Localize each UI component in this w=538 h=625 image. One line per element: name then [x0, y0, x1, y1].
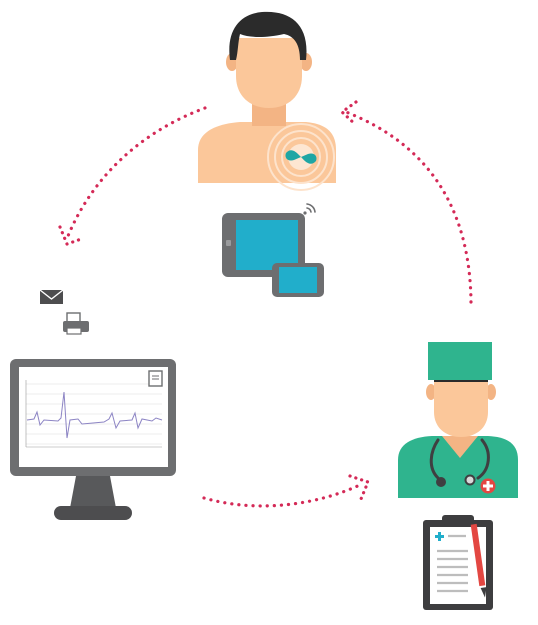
patient-icon [198, 11, 336, 191]
monitor-base [54, 506, 132, 520]
phone-screen [279, 267, 317, 293]
ecg-trace [26, 391, 163, 439]
medical-cross-icon [480, 478, 496, 494]
tablet-screen [236, 220, 298, 270]
monitor-neck [70, 476, 116, 508]
pen-icon [470, 523, 487, 598]
arrow-monitor-to-doctor [202, 482, 364, 508]
envelope-icon [39, 289, 64, 304]
wireless-signal-icon [303, 203, 316, 215]
tablet-and-phone-icon [222, 203, 324, 297]
arrow-doctor-to-patient [344, 110, 473, 304]
cycle-arrows [58, 100, 473, 508]
desktop-monitor-icon [10, 359, 176, 520]
monitor-screen [19, 367, 168, 467]
arrowhead-patient-to-monitor [58, 225, 86, 246]
printer-icon [63, 312, 89, 335]
stethoscope-icon [429, 438, 490, 487]
ecg-chart [25, 370, 163, 448]
document-icon [148, 370, 163, 387]
arrowhead-doctor-to-patient [340, 100, 358, 127]
clipboard-clip [442, 515, 474, 525]
clipboard-report-icon [423, 515, 493, 610]
arrowhead-monitor-to-doctor [348, 474, 370, 501]
doctor-icon [398, 342, 518, 498]
ecg-patch-icon [267, 123, 335, 191]
arrow-patient-to-monitor [66, 106, 207, 238]
surgical-cap [428, 342, 492, 380]
